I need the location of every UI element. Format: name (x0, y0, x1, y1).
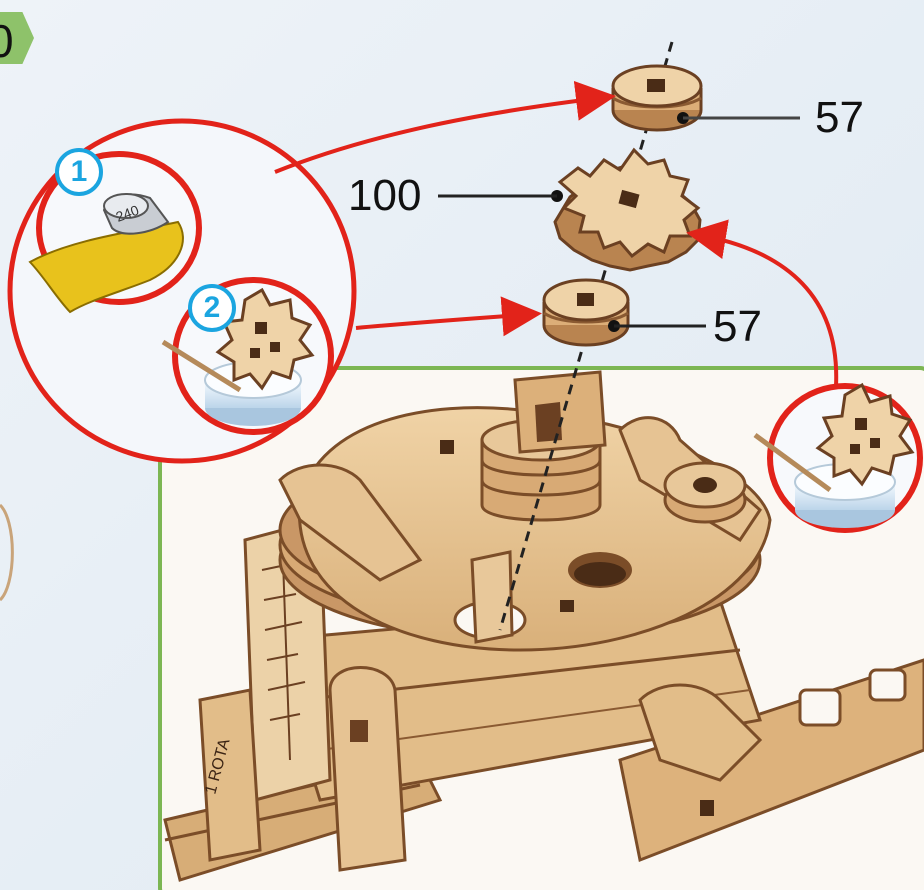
step-number: 0 (0, 14, 14, 68)
spacer-top (613, 66, 701, 130)
part-label-gear: 100 (348, 174, 421, 218)
step-2-badge: 2 (188, 284, 236, 332)
spacer-bottom (544, 280, 628, 345)
part-label-bottom-spacer: 57 (713, 305, 762, 349)
part-label-top-spacer: 57 (815, 96, 864, 140)
step-1-badge: 1 (55, 148, 103, 196)
